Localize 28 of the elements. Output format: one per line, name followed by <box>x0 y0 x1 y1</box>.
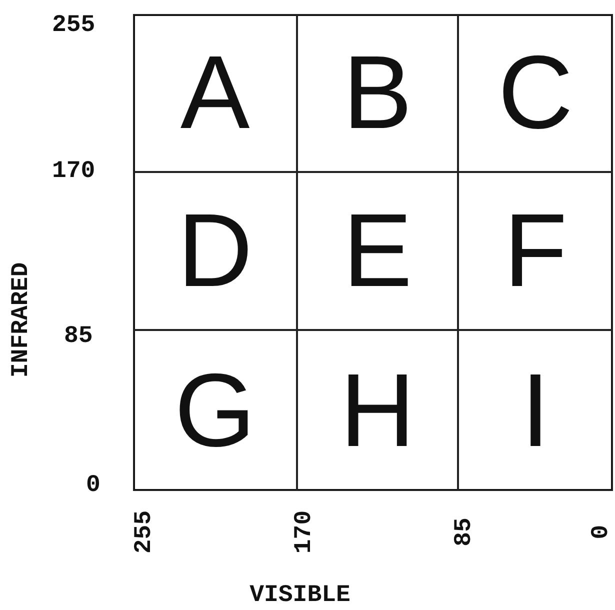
axis-tick-label: 170 <box>52 160 96 184</box>
axis-tick-label: 85 <box>453 518 477 546</box>
cell-letter: D <box>177 199 253 303</box>
axis-title: VISIBLE <box>250 584 350 608</box>
grid-cell <box>297 172 458 330</box>
axis-tick-label: 0 <box>590 524 614 540</box>
grid-cell <box>133 330 297 491</box>
cell-letter: E <box>342 199 412 303</box>
grid-cell <box>133 172 297 330</box>
cell-letter: B <box>342 41 412 145</box>
grid-cell <box>458 172 613 330</box>
axis-tick-label: 0 <box>86 474 100 498</box>
cell-letter: C <box>498 41 574 145</box>
axis-title: INFRARED <box>10 262 34 378</box>
cell-letter: H <box>340 358 416 462</box>
axis-tick-label: 255 <box>52 14 96 38</box>
axis-tick-label: 255 <box>133 510 157 554</box>
cell-letter: A <box>180 41 250 145</box>
axis-tick-label: 170 <box>293 510 317 554</box>
grid-cell <box>297 14 458 172</box>
cell-letter: I <box>521 358 550 462</box>
grid-cell <box>133 14 297 172</box>
cell-letter: G <box>174 358 256 462</box>
axis-tick-label: 85 <box>64 325 93 349</box>
cell-letter: F <box>504 199 568 303</box>
grid-cell <box>297 330 458 491</box>
grid-cell <box>458 14 613 172</box>
grid-cell <box>458 330 613 491</box>
